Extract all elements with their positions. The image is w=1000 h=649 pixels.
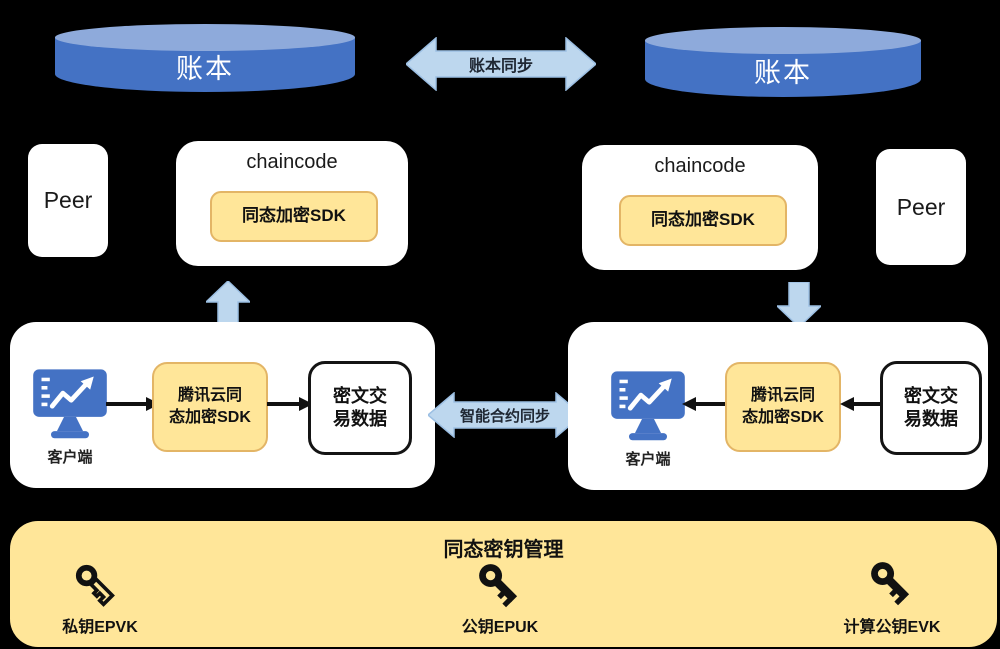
- ledger-cylinder-left: 账本: [55, 24, 355, 92]
- cipher-data-box-right: 密文交 易数据: [880, 361, 982, 455]
- eval-key-icon: [871, 562, 910, 606]
- arrow-left-icon: [682, 397, 728, 411]
- double-arrow-icon: [428, 392, 582, 438]
- key-management-panel: 同态密钥管理 私钥EPVK 公钥EPUK: [10, 521, 997, 647]
- cipher-data-box-left: 密文交 易数据: [308, 361, 412, 455]
- tencent-sdk-box-right: 腾讯云同 态加密SDK: [725, 362, 841, 452]
- contract-sync-label: 智能合约同步: [459, 407, 550, 425]
- chaincode-left-title: chaincode: [246, 151, 338, 173]
- ledger-sync-arrow: 账本同步: [406, 37, 596, 91]
- down-arrow-icon: [777, 282, 821, 327]
- chaincode-box-right: chaincode 同态加密SDK: [582, 145, 818, 270]
- arrow-left-icon: [840, 397, 884, 411]
- eval-key-label: 计算公钥EVK: [843, 619, 941, 636]
- ledger-cylinder-right: 账本: [645, 27, 921, 97]
- up-arrow-icon: [206, 281, 250, 323]
- private-key-label: 私钥EPVK: [62, 619, 138, 636]
- peer-right-label: Peer: [896, 193, 946, 220]
- peer-box-right: Peer: [876, 149, 966, 265]
- chaincode-box-left: chaincode 同态加密SDK: [176, 141, 408, 266]
- double-arrow-icon: [406, 37, 596, 91]
- cylinder-top: [645, 27, 921, 54]
- client-left-label: 客户端: [47, 449, 93, 466]
- peer-left-label: Peer: [43, 187, 93, 213]
- arrow-right-icon: [267, 397, 313, 411]
- he-sdk-box-right: 同态加密SDK: [619, 195, 787, 246]
- public-key-icon: [479, 564, 518, 608]
- ledger-right-label: 账本: [754, 57, 812, 88]
- he-sdk-box-left: 同态加密SDK: [210, 191, 378, 242]
- client-monitor-icon: [33, 369, 107, 439]
- chaincode-right-title: chaincode: [654, 155, 746, 177]
- client-panel-right: 客户端 腾讯云同 态加密SDK 密文交 易数据: [568, 322, 988, 490]
- peer-box-left: Peer: [28, 144, 108, 257]
- ledger-left-label: 账本: [176, 53, 234, 84]
- cylinder-top: [55, 24, 355, 51]
- client-panel-left: 客户端 腾讯云同 态加密SDK 密文交 易数据: [10, 322, 435, 488]
- private-key-icon: [75, 564, 115, 607]
- client-right-label: 客户端: [625, 451, 671, 468]
- key-management-title: 同态密钥管理: [443, 539, 564, 561]
- contract-sync-arrow: 智能合约同步: [428, 392, 582, 438]
- client-monitor-icon: [611, 371, 685, 441]
- ledger-sync-label: 账本同步: [468, 58, 533, 75]
- public-key-label: 公钥EPUK: [461, 619, 539, 636]
- tencent-sdk-box-left: 腾讯云同 态加密SDK: [152, 362, 268, 452]
